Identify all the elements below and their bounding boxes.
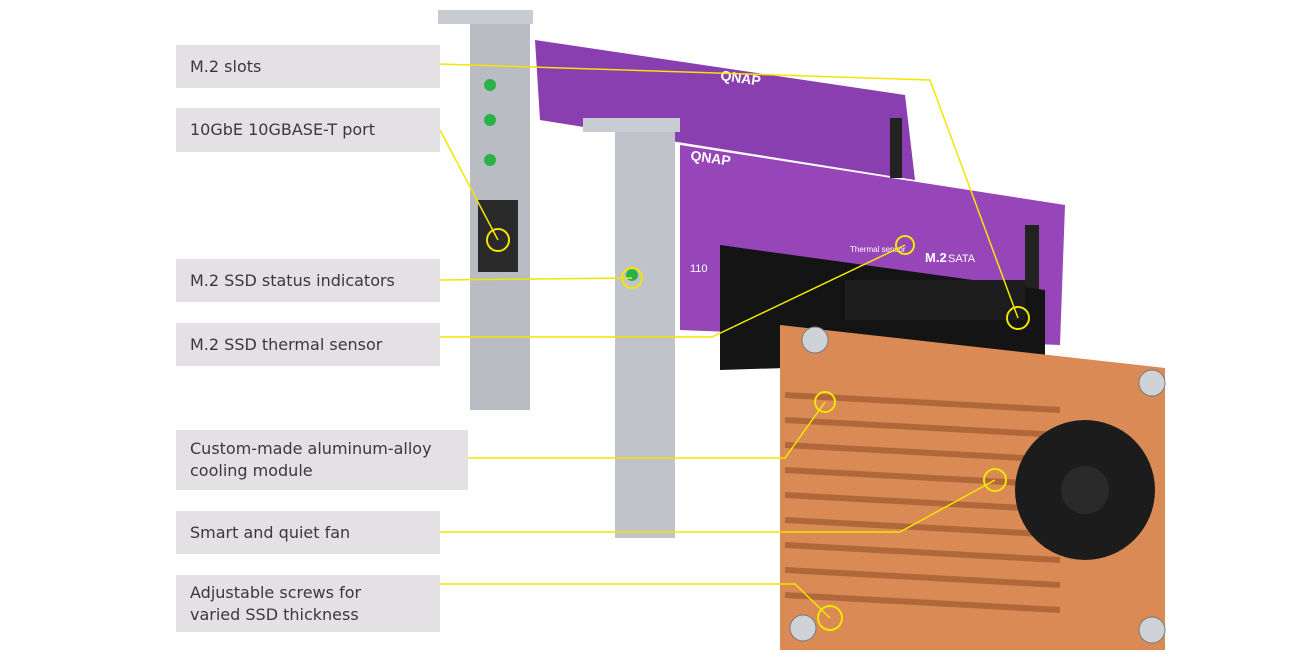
screw-icon-top-left	[801, 326, 829, 354]
front-slot-label-m2: M.2	[925, 250, 947, 265]
rear-led-3-icon	[484, 154, 496, 166]
front-led-icon	[626, 269, 638, 281]
leader-fan	[440, 479, 996, 533]
leader-screws	[440, 583, 831, 619]
fan-hub-icon	[1061, 466, 1109, 514]
ssd-label-sticker	[845, 280, 1025, 320]
leader-lines	[439, 63, 1019, 619]
front-pcb-brand: QNAP	[690, 147, 732, 168]
leader-thermal-sensor	[440, 244, 906, 338]
callout-cooling-module: Custom-made aluminum-alloy cooling modul…	[176, 430, 468, 490]
rear-m2-slot-connector	[890, 118, 902, 178]
ethernet-port-icon	[478, 200, 518, 272]
rear-pcb-board	[535, 40, 915, 180]
target-status-indicators	[621, 267, 643, 289]
leader-m2-slots	[439, 63, 1019, 319]
target-thermal-sensor	[895, 235, 915, 255]
leader-status-indicators	[439, 277, 633, 281]
target-m2-slots	[1006, 306, 1030, 330]
heatsink-fins	[784, 392, 1061, 613]
rear-led-2-icon	[484, 114, 496, 126]
target-cooling-module	[814, 391, 836, 413]
heatsink-plate	[780, 325, 1165, 650]
leader-10gbe-port	[439, 129, 499, 241]
callout-screws: Adjustable screws for varied SSD thickne…	[176, 575, 440, 632]
front-slot-label-sata: SATA	[948, 253, 976, 265]
target-circles	[486, 228, 1030, 631]
screw-icon-top-right	[1138, 369, 1166, 397]
rear-pcb-brand: QNAP	[720, 67, 762, 88]
target-10gbe-port	[486, 228, 510, 252]
callout-m2-slots: M.2 slots	[176, 45, 440, 88]
rear-bracket-tab	[438, 10, 533, 24]
target-screws	[817, 605, 843, 631]
front-m2-slot-connector	[1025, 225, 1039, 295]
leader-cooling-module	[468, 401, 826, 459]
front-bracket	[615, 128, 675, 538]
callout-10gbe-port: 10GbE 10GBASE-T port	[176, 108, 440, 152]
front-bracket-tab	[583, 118, 680, 132]
callout-fan: Smart and quiet fan	[176, 511, 440, 554]
callout-status-indicators: M.2 SSD status indicators	[176, 259, 440, 302]
rear-led-1-icon	[484, 79, 496, 91]
target-fan	[983, 468, 1007, 492]
screw-icon-bottom-left	[789, 614, 817, 642]
front-thermal-label: Thermal sensor	[850, 245, 906, 254]
callout-thermal-sensor: M.2 SSD thermal sensor	[176, 323, 440, 366]
front-slot-length: 110	[690, 263, 708, 275]
screw-icon-bottom-right	[1138, 616, 1166, 644]
